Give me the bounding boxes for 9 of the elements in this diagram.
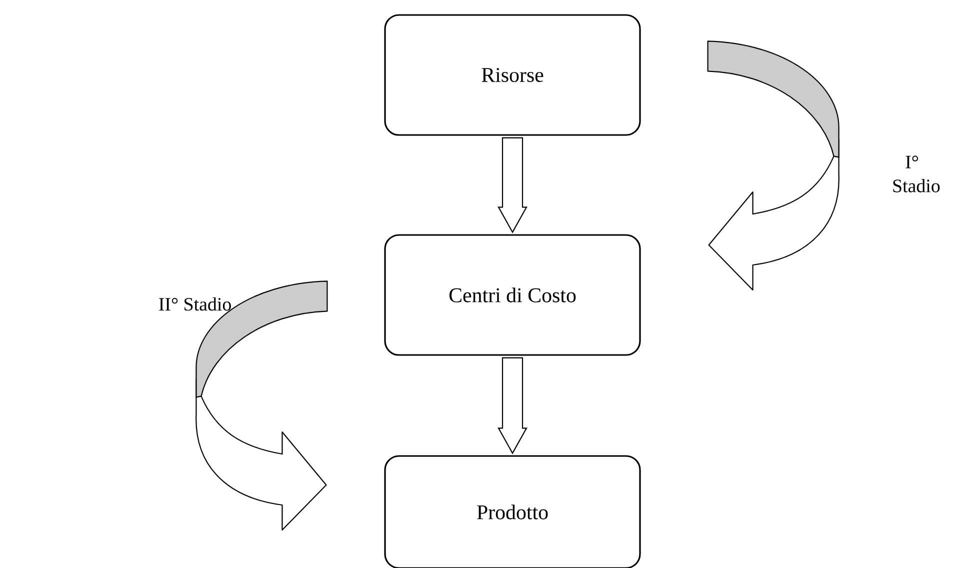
stage-label: II° Stadio <box>159 297 231 311</box>
block-arrow <box>498 137 528 234</box>
stage-label: I° Stadio <box>893 156 940 192</box>
block-arrow <box>498 357 528 454</box>
process-box: Centri di Costo <box>384 234 641 356</box>
curved-arrow <box>707 40 840 291</box>
curved-arrow <box>196 280 328 531</box>
process-box: Risorse <box>384 14 641 136</box>
process-box: Prodotto <box>384 455 641 568</box>
